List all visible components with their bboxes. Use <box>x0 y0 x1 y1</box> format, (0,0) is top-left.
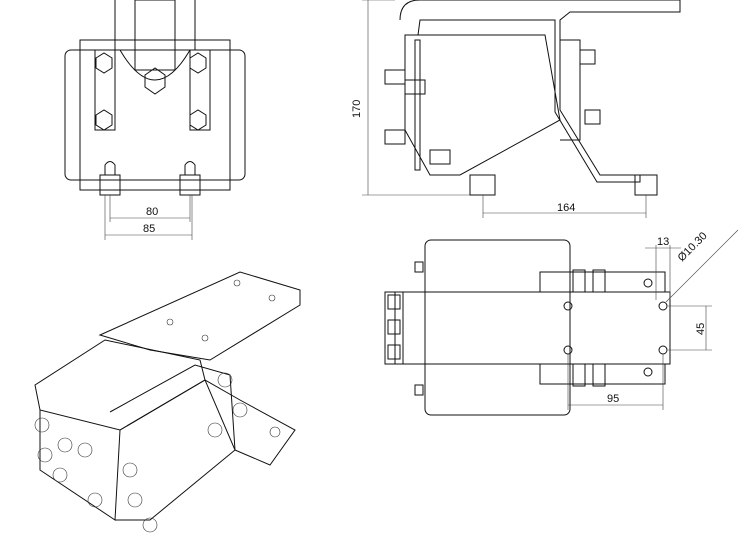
isometric-view <box>34 271 301 533</box>
dim-45: 45 <box>695 323 707 335</box>
dim-13: 13 <box>657 236 669 248</box>
dim-170: 170 <box>351 100 363 118</box>
dim-hole-diameter: Ø10.30 <box>676 230 710 264</box>
dim-85: 85 <box>143 223 155 235</box>
side-view: 170 164 <box>351 0 681 218</box>
dim-80: 80 <box>146 206 158 218</box>
dim-95: 95 <box>607 393 619 405</box>
top-view: 13 Ø10.30 45 95 <box>384 229 739 416</box>
dim-164: 164 <box>557 202 575 214</box>
front-view: 80 85 <box>64 0 246 240</box>
